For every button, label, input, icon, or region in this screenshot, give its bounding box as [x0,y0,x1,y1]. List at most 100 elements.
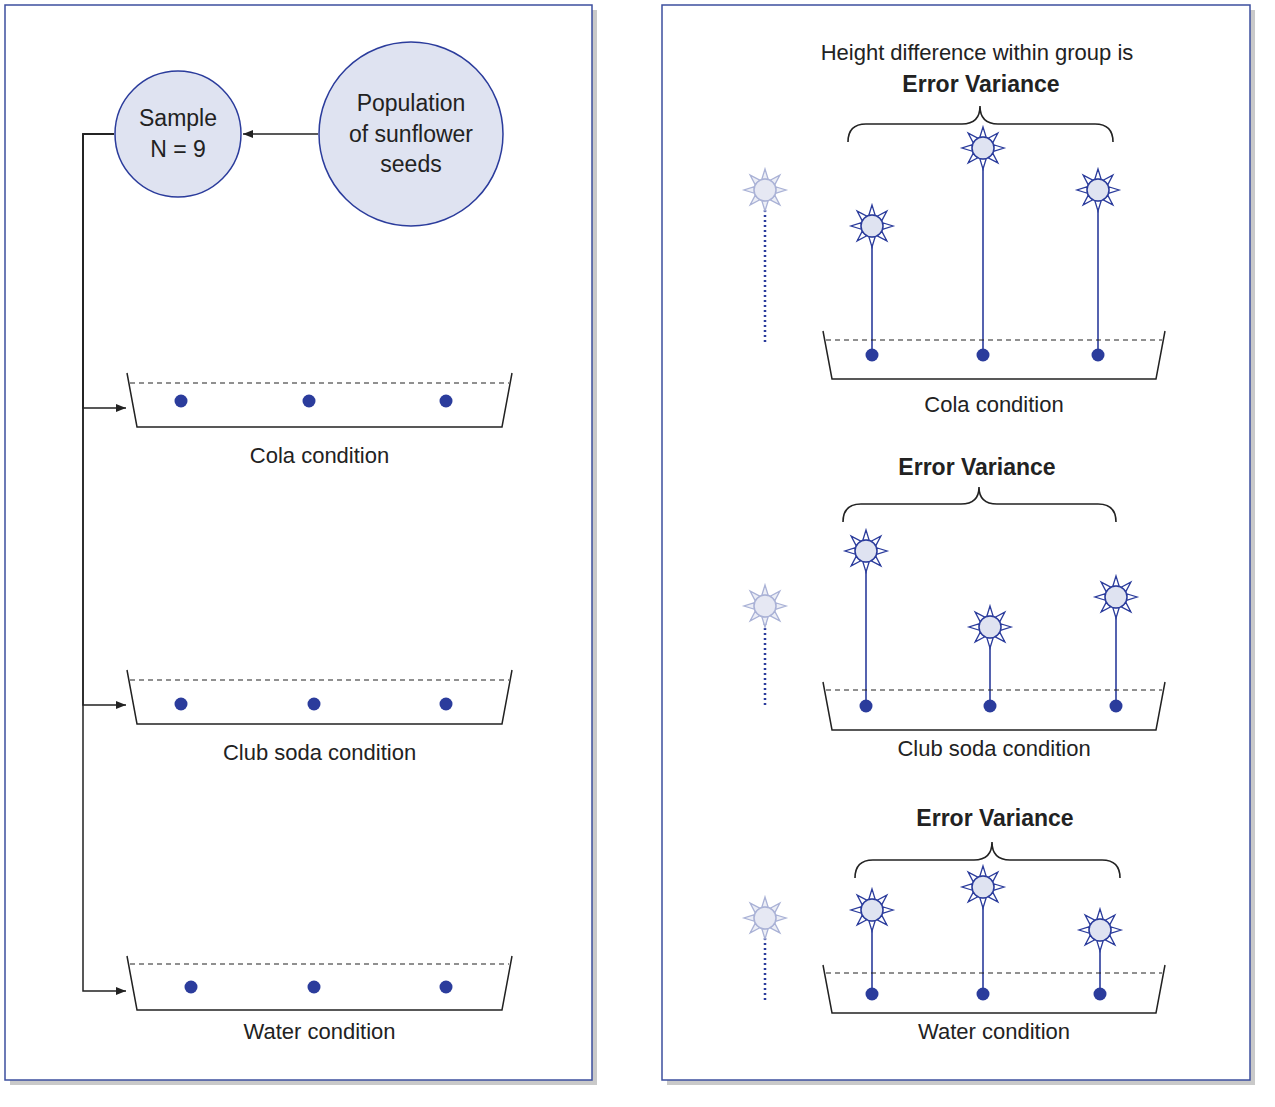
error-variance-label: Error Variance [902,71,1059,98]
braces [843,106,1120,878]
soil-line [826,339,1162,340]
seed [308,698,321,711]
soil-line [130,963,509,964]
flower-head [972,137,994,159]
reference-flower [744,169,786,342]
sunflower [851,889,893,994]
soil-line [130,679,509,680]
stem [871,238,873,355]
seed [440,395,453,408]
arrow-connector [243,133,318,135]
pot-body [823,965,1165,1013]
flower-head [1089,919,1111,941]
left-panel [5,5,592,1080]
flower-head [972,876,994,898]
petals [962,866,1004,908]
seed [175,395,188,408]
brace [855,842,1120,878]
pot: Club soda condition [823,682,1165,763]
seed [303,395,316,408]
sunflower [962,866,1004,994]
stem [1097,202,1099,355]
condition-label: Club soda condition [823,734,1165,763]
population-circle: Population of sunflower seeds [318,41,504,227]
pot-body [823,682,1165,730]
soil-line [826,689,1162,690]
flower-head [855,540,877,562]
pot-outline [127,373,512,429]
right-panel [662,5,1250,1080]
seed [308,981,321,994]
seed [185,981,198,994]
flower-head [754,595,776,617]
error-variance-label: Error Variance [916,805,1073,832]
pot-body [823,331,1165,379]
pot: Water condition [127,956,512,1046]
sunflower [962,127,1004,355]
condition-label: Water condition [127,1017,512,1046]
flower-head [754,907,776,929]
sunflower [845,530,887,706]
condition-label: Cola condition [127,441,512,470]
seed [175,698,188,711]
stem [1115,609,1117,706]
arrow-connector [83,134,126,991]
heading: Height difference within group is [821,40,1134,66]
petals [744,585,786,627]
flower-head [754,179,776,201]
pot-outline [823,965,1165,1015]
pot-outline [823,682,1165,732]
flower-head [861,215,883,237]
petals [962,127,1004,169]
seed [440,698,453,711]
pot-body [127,670,512,724]
sample-circle: Sample N = 9 [114,70,242,198]
flower-head [1105,586,1127,608]
petals [969,606,1011,648]
pot-outline [823,331,1165,381]
seed [440,981,453,994]
soil-line [826,972,1162,973]
pot: Cola condition [823,331,1165,419]
condition-label: Cola condition [823,390,1165,419]
petals [1079,909,1121,951]
stem [982,899,984,994]
stem [764,618,767,705]
reference-flower [744,897,786,1000]
error-variance-label: Error Variance [898,454,1055,481]
brace [848,106,1113,142]
circle-outline [114,70,242,198]
sunflower [1095,576,1137,706]
petals [1077,169,1119,211]
circle-label: Population of sunflower seeds [346,88,476,180]
sunflower [1079,909,1121,994]
reference-flower [744,585,786,705]
petals [744,169,786,211]
sunflowers [744,127,1137,1000]
pot: Club soda condition [127,670,512,767]
petals [744,897,786,939]
petals [1095,576,1137,618]
pot-body [127,373,512,427]
petals [851,205,893,247]
pot-body [127,956,512,1010]
circle [319,42,503,226]
pot: Water condition [823,965,1165,1046]
condition-label: Club soda condition [127,738,512,767]
arrow-connector [83,134,126,408]
brace [843,487,1116,522]
soil-line [130,382,509,383]
stem [764,202,767,342]
sunflower [969,606,1011,706]
pot-outline [127,670,512,726]
condition-label: Water condition [823,1017,1165,1046]
petals [845,530,887,572]
stem [982,160,984,355]
circle [115,71,241,197]
petals [851,889,893,931]
flower-head [1087,179,1109,201]
flower-head [861,899,883,921]
pot: Cola condition [127,373,512,470]
flower-head [979,616,1001,638]
